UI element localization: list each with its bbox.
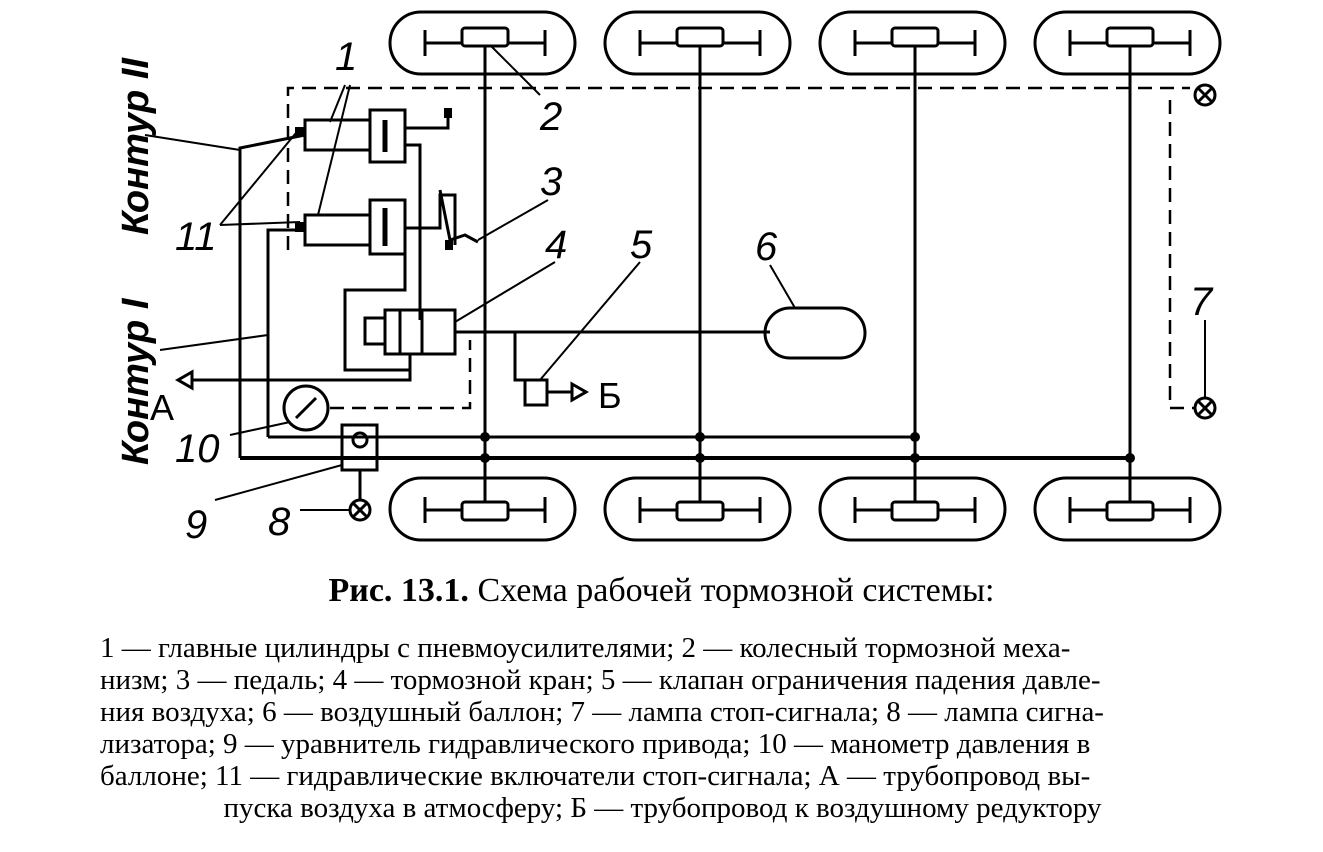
figure-title: Схема рабочей тормозной системы: <box>477 572 995 609</box>
stop-lamp-lower <box>1193 396 1217 420</box>
label-kontur-2: Контур II <box>115 57 157 235</box>
label-2: 2 <box>539 95 562 139</box>
label-kontur-1: Контур I <box>115 297 157 465</box>
legend-line: лизатора; 9 — уравнитель гидравлического… <box>100 728 1091 760</box>
figure-legend: 1 — главные цилиндры с пневмоусилителями… <box>100 632 1225 824</box>
label-4: 4 <box>545 223 567 267</box>
legend-line: пуска воздуха в атмосферу; Б — трубопров… <box>223 792 1102 824</box>
pedal <box>438 189 479 244</box>
legend-line: баллоне; 11 — гидравлические включатели … <box>100 760 1091 792</box>
label-A: А <box>150 387 174 428</box>
hydraulic-equalizer <box>340 423 379 500</box>
label-11: 11 <box>175 215 217 259</box>
wheel-top-1 <box>388 10 577 76</box>
wheel-top-3 <box>818 10 1007 76</box>
stop-lamp-upper <box>1193 83 1217 107</box>
pressure-gauge <box>282 384 330 432</box>
legend-line: низм; 3 — педаль; 4 — тормозной кран; 5 … <box>100 664 1101 696</box>
wheel-bottom-1 <box>388 476 577 542</box>
legend-line: 1 — главные цилиндры с пневмоусилителями… <box>100 632 1071 664</box>
wheel-bottom-2 <box>603 476 792 542</box>
label-10: 10 <box>175 427 220 471</box>
label-9: 9 <box>185 503 207 547</box>
signal-lamp <box>348 498 372 522</box>
wheel-top-4 <box>1033 10 1222 76</box>
brake-system-diagram: 1 2 3 4 5 6 7 8 9 10 11 А Б Контур I Кон… <box>115 10 1222 547</box>
pressure-limit-valve <box>523 378 590 407</box>
label-8: 8 <box>268 500 291 544</box>
air-tank <box>763 306 867 360</box>
label-5: 5 <box>630 223 653 267</box>
wheel-bottom-3 <box>818 476 1007 542</box>
figure-number: Рис. 13.1. <box>328 572 469 609</box>
wheel-top-2 <box>603 10 792 76</box>
label-7: 7 <box>1190 280 1214 324</box>
label-6: 6 <box>755 225 778 269</box>
label-3: 3 <box>540 160 562 204</box>
label-1: 1 <box>335 35 357 79</box>
legend-line: ния воздуха; 6 — воздушный баллон; 7 — л… <box>100 696 1104 728</box>
brake-valve <box>363 308 457 356</box>
figure-caption: Рис. 13.1. Схема рабочей тормозной систе… <box>0 572 1323 610</box>
wheel-bottom-4 <box>1033 476 1222 542</box>
master-cylinder-upper <box>303 108 407 164</box>
label-B: Б <box>598 375 622 416</box>
